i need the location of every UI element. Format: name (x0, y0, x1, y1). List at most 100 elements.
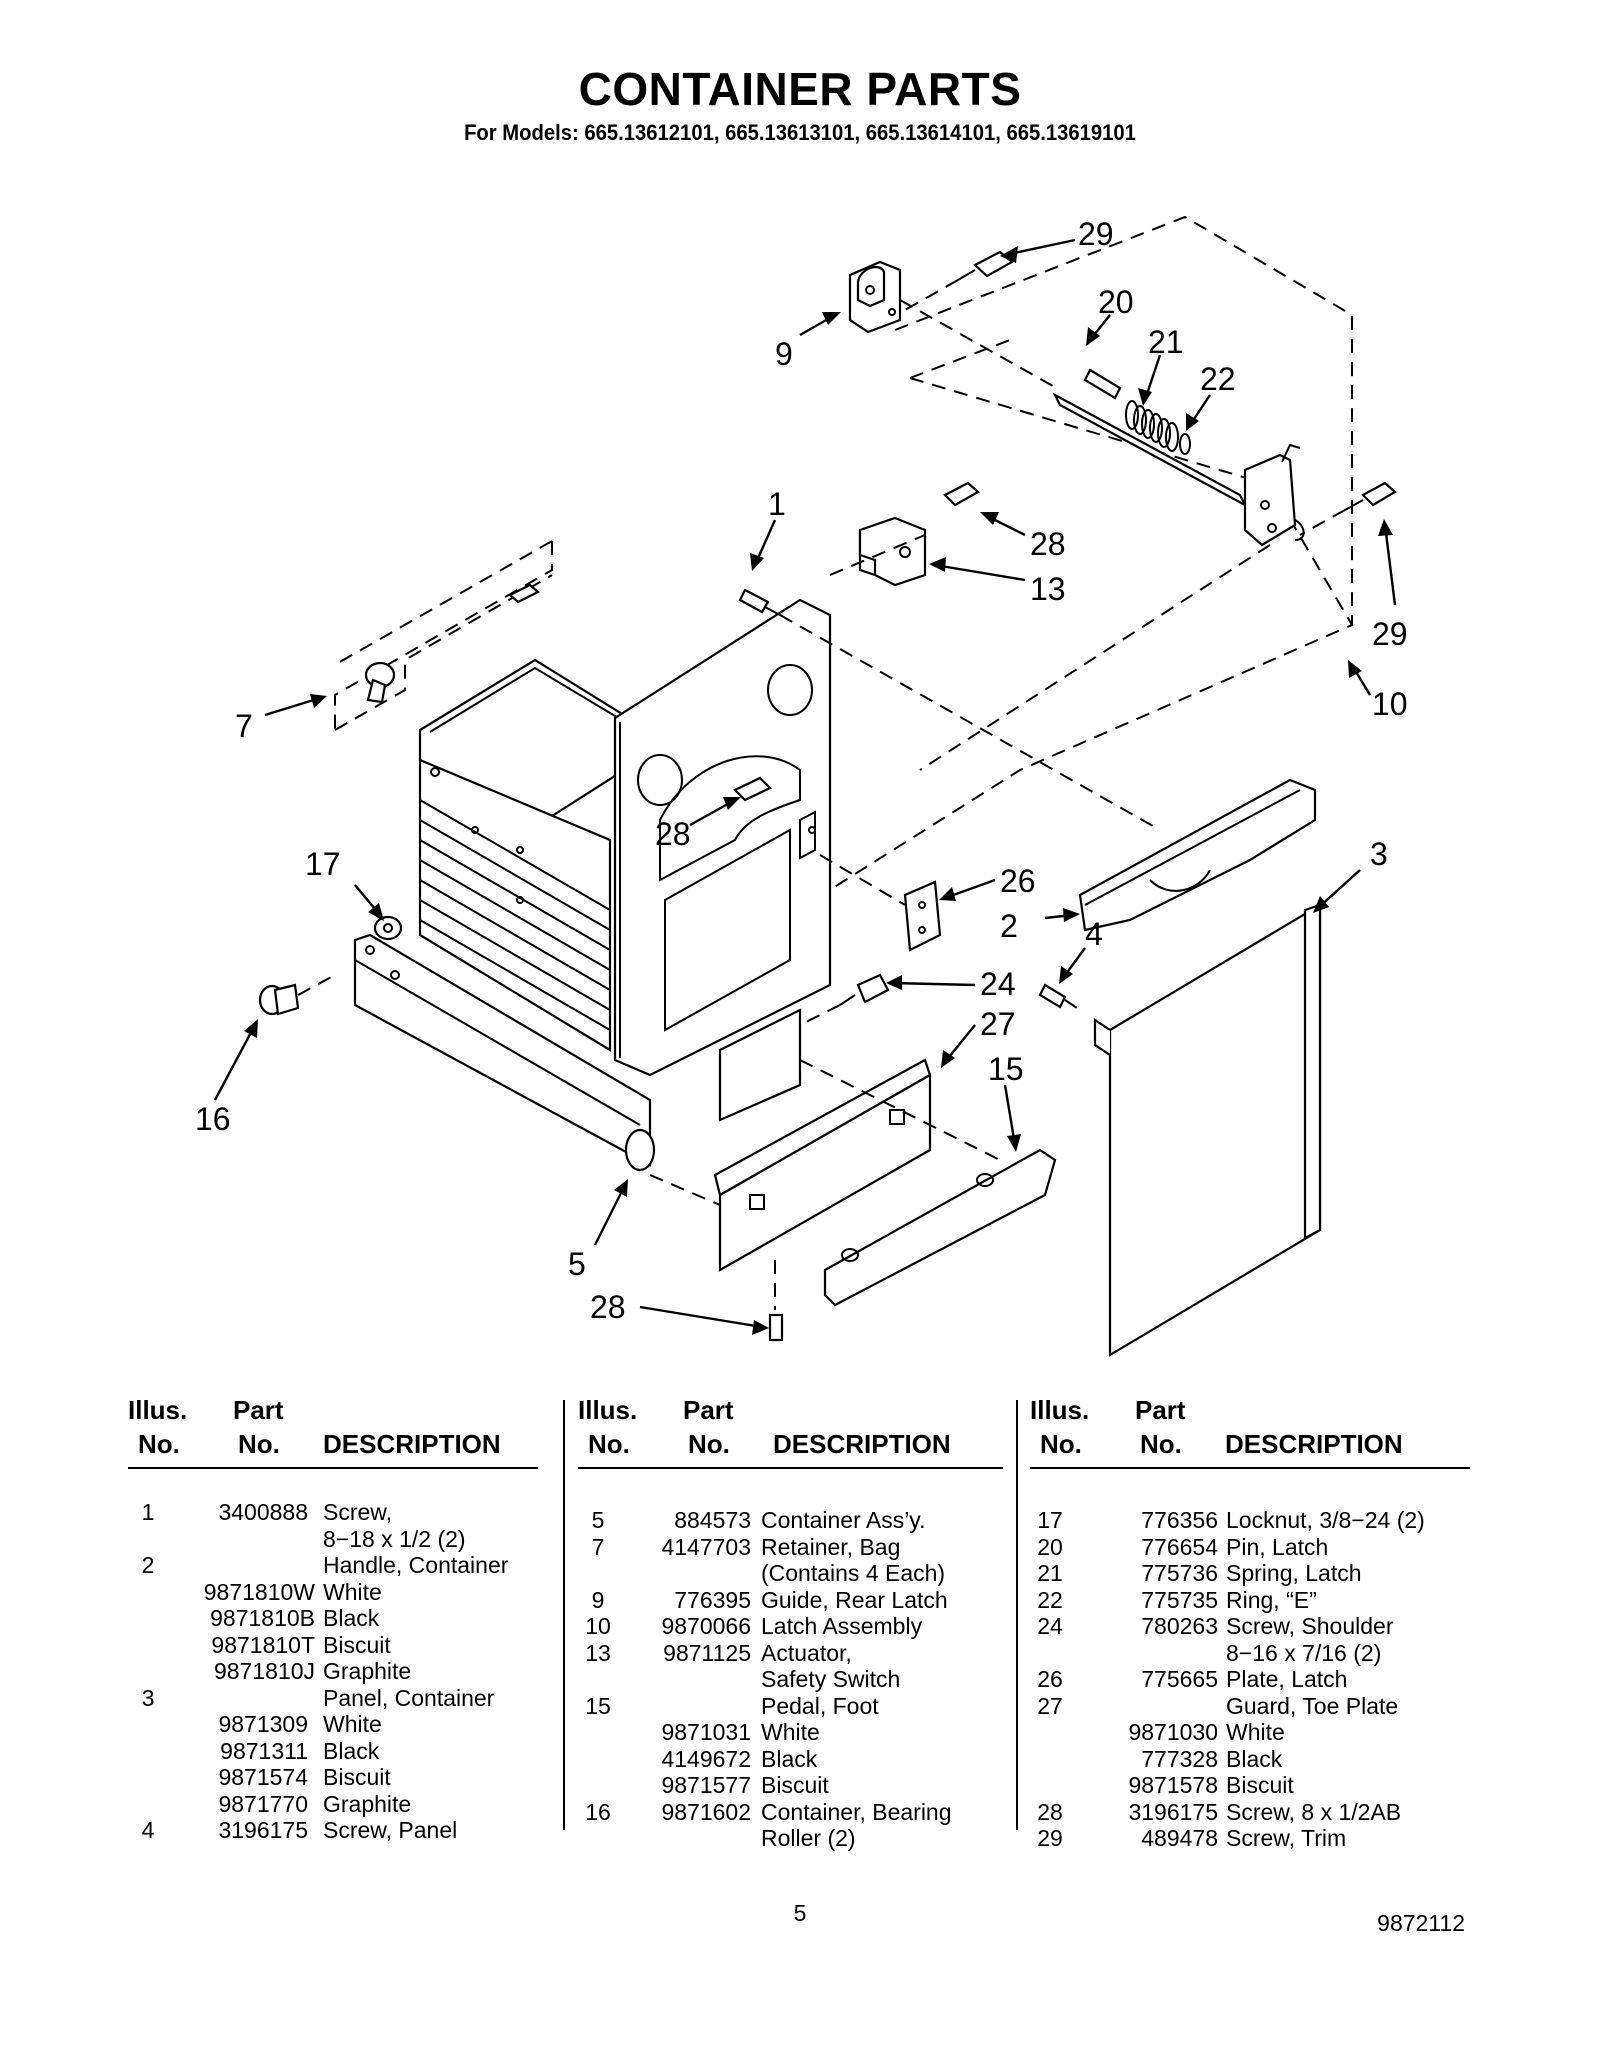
callout-labels: 29 20 21 22 9 1 28 13 29 10 7 28 26 17 3… (195, 216, 1408, 1325)
page-number: 5 (793, 1900, 807, 1926)
container-handle-part (1078, 778, 1317, 932)
header-part: Part (683, 1395, 734, 1425)
callout-27: 27 (980, 1006, 1016, 1042)
header-illus-no: No. (138, 1429, 180, 1459)
document-number: 9872112 (1377, 1910, 1465, 1936)
header-description: DESCRIPTION (773, 1429, 951, 1459)
callout-22: 22 (1200, 361, 1236, 397)
trim-screw-right-part (1344, 481, 1397, 511)
header-part-no: No. (1140, 1429, 1182, 1459)
table-row: (Contains 4 Each) (761, 1560, 946, 1586)
header-illus: Illus. (578, 1395, 638, 1425)
toe-plate-guard-part (713, 1058, 932, 1272)
table-header: Illus. No. Part No. DESCRIPTION (578, 1395, 1003, 1469)
callout-2: 2 (1000, 908, 1018, 944)
header-illus: Illus. (1030, 1395, 1090, 1425)
screw-28-middle-part (733, 776, 772, 802)
header-part-no: No. (238, 1429, 280, 1459)
bearing-roller-part (258, 983, 300, 1016)
callout-26: 26 (1000, 863, 1036, 899)
callout-24: 24 (980, 966, 1016, 1002)
callout-28-bottom: 28 (590, 1289, 626, 1325)
callout-16: 16 (195, 1101, 231, 1137)
bag-retainer-part (364, 583, 540, 704)
header-part: Part (233, 1395, 284, 1425)
screw-28-upper-part (943, 481, 980, 507)
callout-leaders (213, 238, 1397, 1335)
callout-15: 15 (988, 1051, 1024, 1087)
callout-10: 10 (1372, 686, 1408, 722)
callout-17: 17 (305, 846, 341, 882)
page-title: CONTAINER PARTS (578, 63, 1022, 115)
rear-latch-guide-part (848, 260, 902, 334)
table-row: Roller (2) (761, 1825, 856, 1851)
callout-3: 3 (1370, 836, 1388, 872)
callout-28-upper: 28 (1030, 526, 1066, 562)
header-illus-no: No. (588, 1429, 630, 1459)
callout-7: 7 (235, 708, 253, 744)
column-divider (563, 1400, 565, 1830)
foot-pedal-part (823, 1148, 1057, 1307)
callout-20: 20 (1098, 284, 1134, 320)
callout-29-top: 29 (1078, 216, 1114, 252)
table-header: Illus. No. Part No. DESCRIPTION (128, 1395, 538, 1469)
callout-1: 1 (768, 486, 786, 522)
callout-21: 21 (1148, 324, 1184, 360)
callout-9: 9 (775, 336, 793, 372)
header-part: Part (1135, 1395, 1186, 1425)
panel-screw-part (1038, 983, 1067, 1009)
callout-29-right: 29 (1372, 616, 1408, 652)
trim-screw-top-part (957, 250, 1014, 281)
header-description: DESCRIPTION (1225, 1429, 1403, 1459)
safety-switch-actuator-part (858, 516, 927, 587)
header-description: DESCRIPTION (323, 1429, 501, 1459)
locknut-part (373, 915, 403, 941)
screw-1-part (738, 588, 781, 616)
shoulder-screw-part (839, 973, 890, 1006)
table-row: Safety Switch (761, 1666, 901, 1692)
callout-28-middle: 28 (655, 816, 691, 852)
callout-13: 13 (1030, 571, 1066, 607)
table-row: 8−18 x 1/2 (2) (323, 1525, 466, 1552)
header-part-no: No. (688, 1429, 730, 1459)
container-rail-part (353, 933, 656, 1172)
latch-pin-assembly (1052, 368, 1305, 547)
callout-4: 4 (1085, 916, 1103, 952)
container-panel-part (1093, 903, 1322, 1357)
container-body-part (418, 598, 832, 1122)
